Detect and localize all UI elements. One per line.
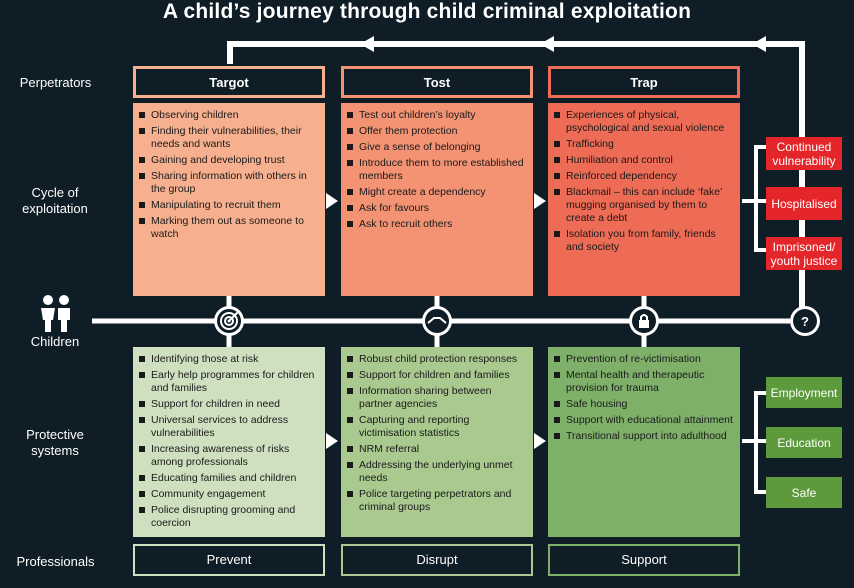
list-item: Experiences of physical, psychological a… — [554, 109, 734, 135]
stage-box-trap: Experiences of physical, psychological a… — [548, 103, 740, 296]
list-item: Sharing information with others in the g… — [139, 170, 319, 196]
list-item: Addressing the underlying unmet needs — [347, 459, 527, 485]
footer-support: Support — [548, 544, 740, 576]
list-item: Offer them protection — [347, 125, 527, 138]
outcome-hospitalised: Hospitalised — [766, 187, 842, 220]
loop-arrow-2 — [540, 36, 554, 52]
list-item: Identifying those at risk — [139, 353, 319, 366]
list-item: Information sharing between partner agen… — [347, 385, 527, 411]
stage-header-trap: Trap — [548, 66, 740, 98]
list-item: Manipulating to recruit them — [139, 199, 319, 212]
list-item: Early help programmes for children and f… — [139, 369, 319, 395]
lock-icon — [629, 306, 659, 336]
stage-header-target: Targot — [133, 66, 325, 98]
list-item: Give a sense of belonging — [347, 141, 527, 154]
label-protective: Protective systems — [26, 427, 84, 458]
footer-disrupt: Disrupt — [341, 544, 533, 576]
list-item: Increasing awareness of risks among prof… — [139, 443, 319, 469]
list-item: Support for children and families — [347, 369, 527, 382]
list-item: Educating families and children — [139, 472, 319, 485]
list-item: Police disrupting grooming and coercion — [139, 504, 319, 530]
list-item: Mental health and therapeutic provision … — [554, 369, 734, 395]
list-item: Support with educational attainment — [554, 414, 734, 427]
list-item: Reinforced dependency — [554, 170, 734, 183]
list-item: Transitional support into adulthood — [554, 430, 734, 443]
label-professionals: Professionals — [16, 554, 95, 569]
list-item: Gaining and developing trust — [139, 154, 319, 167]
list-item: Universal services to address vulnerabil… — [139, 414, 319, 440]
outcome-employment: Employment — [766, 377, 842, 408]
outcome-safe: Safe — [766, 477, 842, 508]
list-item: Test out children’s loyalty — [347, 109, 527, 122]
question-icon: ? — [790, 306, 820, 336]
list-item: Trafficking — [554, 138, 734, 151]
list-item: Isolation you from family, friends and s… — [554, 228, 734, 254]
footer-prevent: Prevent — [133, 544, 325, 576]
list-item: Ask for favours — [347, 202, 527, 215]
list-item: NRM referral — [347, 443, 527, 456]
list-item: Capturing and reporting victimisation st… — [347, 414, 527, 440]
list-item: Might create a dependency — [347, 186, 527, 199]
list-item: Observing children — [139, 109, 319, 122]
label-children: Children — [30, 334, 80, 349]
loop-arrow-1 — [360, 36, 374, 52]
list-item: Blackmail – this can include ‘fake’ mugg… — [554, 186, 734, 225]
list-item: Ask to recruit others — [347, 218, 527, 231]
label-perpetrators: Perpetrators — [19, 75, 92, 90]
list-item: Finding their vulnerabilities, their nee… — [139, 125, 319, 151]
list-item: Support for children in need — [139, 398, 319, 411]
list-item: Marking them out as someone to watch — [139, 215, 319, 241]
list-item: Introduce them to more established membe… — [347, 157, 527, 183]
children-icon — [41, 295, 70, 332]
diagram-title: A child’s journey through child criminal… — [162, 0, 692, 23]
outcome-continued-vulnerability: Continued vulnerability — [766, 137, 842, 170]
loop-arrow-3 — [752, 36, 766, 52]
outcome-imprisoned: Imprisoned/ youth justice — [766, 237, 842, 270]
rope-icon — [422, 306, 452, 336]
target-icon — [214, 306, 244, 336]
list-item: Community engagement — [139, 488, 319, 501]
list-item: Prevention of re-victimisation — [554, 353, 734, 366]
list-item: Police targeting perpetrators and crimin… — [347, 488, 527, 514]
stage-header-test: Tost — [341, 66, 533, 98]
list-item: Safe housing — [554, 398, 734, 411]
label-cycle: Cycle of exploitation — [22, 185, 88, 216]
outcome-education: Education — [766, 427, 842, 458]
list-item: Humiliation and control — [554, 154, 734, 167]
list-item: Robust child protection responses — [347, 353, 527, 366]
